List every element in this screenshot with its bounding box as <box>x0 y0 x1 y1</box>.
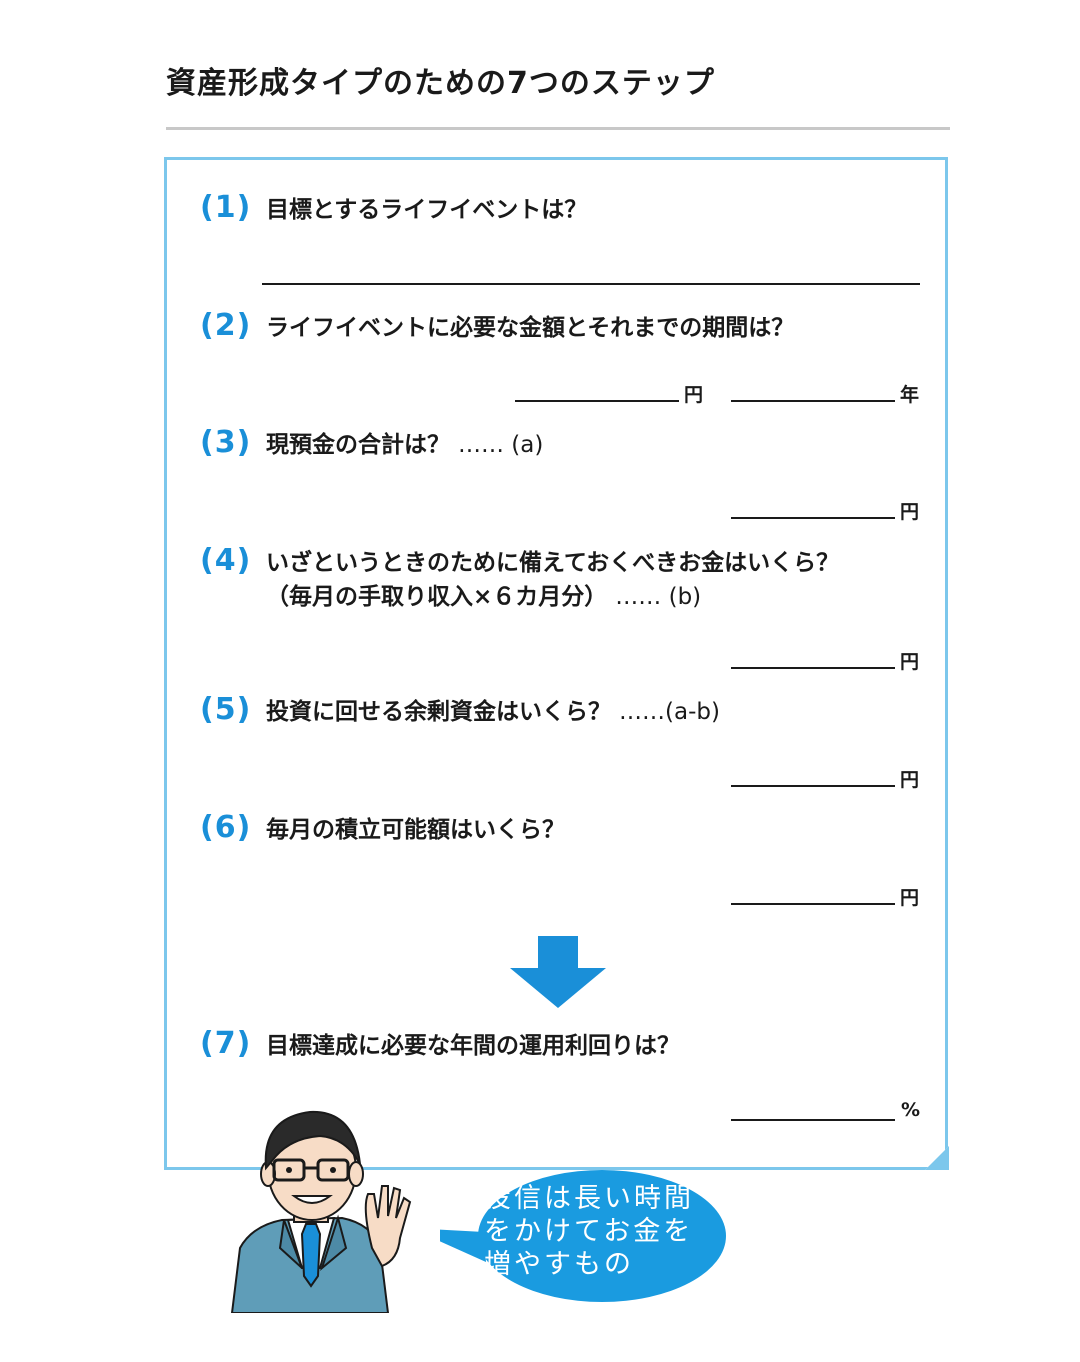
step-7-question: 目標達成に必要な年間の運用利回りは？ <box>266 1029 680 1063</box>
step-4-question: いざというときのために備えておくべきお金はいくら？ （毎月の手取り収入×６カ月分… <box>266 546 839 614</box>
step-4-yen-unit: 円 <box>900 651 920 673</box>
step-1-number: (1) <box>200 190 252 225</box>
step-2-year-unit: 年 <box>900 384 920 406</box>
step-3-number: (3) <box>200 425 252 460</box>
step-2-number: (2) <box>200 308 252 343</box>
step-1-answer-line[interactable] <box>262 283 920 285</box>
step-3-answer-line[interactable] <box>731 517 895 519</box>
step-1-question-text: 目標とするライフイベントは？ <box>266 197 588 223</box>
step-4-question-note: （毎月の手取り収入×６カ月分） <box>266 584 608 610</box>
step-7-question-text: 目標達成に必要な年間の運用利回りは？ <box>266 1033 680 1059</box>
step-3-question-text: 現預金の合計は？ <box>266 432 450 458</box>
bubble-line-2: をかけてお金を <box>484 1216 694 1247</box>
step-6-question-text: 毎月の積立可能額はいくら？ <box>266 817 565 843</box>
bubble-line-3: 増やすもの <box>484 1249 634 1280</box>
step-3-yen-unit: 円 <box>900 501 920 523</box>
step-7-answer-line[interactable] <box>731 1119 895 1121</box>
page-title: 資産形成タイプのための7つのステップ <box>166 66 715 101</box>
step-5-answer-line[interactable] <box>731 785 895 787</box>
step-1-question: 目標とするライフイベントは？ <box>266 193 587 227</box>
step-2-question: ライフイベントに必要な金額とそれまでの期間は？ <box>266 311 794 345</box>
speech-bubble <box>440 1170 726 1302</box>
step-3-suffix: …… (a) <box>458 432 544 458</box>
step-6-number: (6) <box>200 810 252 845</box>
speech-bubble-text: 投信は長い時間 をかけてお金を 増やすもの <box>484 1182 714 1281</box>
advisor-illustration <box>230 1110 412 1313</box>
step-4-number: (4) <box>200 543 252 578</box>
step-2-years-line[interactable] <box>731 400 895 402</box>
step-7-number: (7) <box>200 1026 252 1061</box>
step-5-question: 投資に回せる余剰資金はいくら？ ……(a-b) <box>266 695 720 729</box>
step-2-yen-unit: 円 <box>684 384 704 406</box>
step-5-yen-unit: 円 <box>900 769 920 791</box>
step-4-suffix: …… (b) <box>615 584 702 610</box>
step-2-question-text: ライフイベントに必要な金額とそれまでの期間は？ <box>266 315 795 341</box>
step-5-suffix: ……(a-b) <box>619 699 720 725</box>
down-arrow-icon <box>510 936 606 1008</box>
title-divider <box>166 127 950 130</box>
step-6-yen-unit: 円 <box>900 887 920 909</box>
step-2-amount-line[interactable] <box>515 400 679 402</box>
step-4-answer-line[interactable] <box>731 667 895 669</box>
worksheet-panel <box>164 157 948 1170</box>
step-4-question-text: いざというときのために備えておくべきお金はいくら？ <box>266 550 840 576</box>
step-5-question-text: 投資に回せる余剰資金はいくら？ <box>266 699 611 725</box>
step-6-question: 毎月の積立可能額はいくら？ <box>266 813 565 847</box>
step-7-percent-unit: % <box>901 1099 921 1121</box>
bubble-line-1: 投信は長い時間 <box>484 1183 694 1214</box>
step-5-number: (5) <box>200 692 252 727</box>
step-3-question: 現預金の合計は？ …… (a) <box>266 428 543 462</box>
step-6-answer-line[interactable] <box>731 903 895 905</box>
